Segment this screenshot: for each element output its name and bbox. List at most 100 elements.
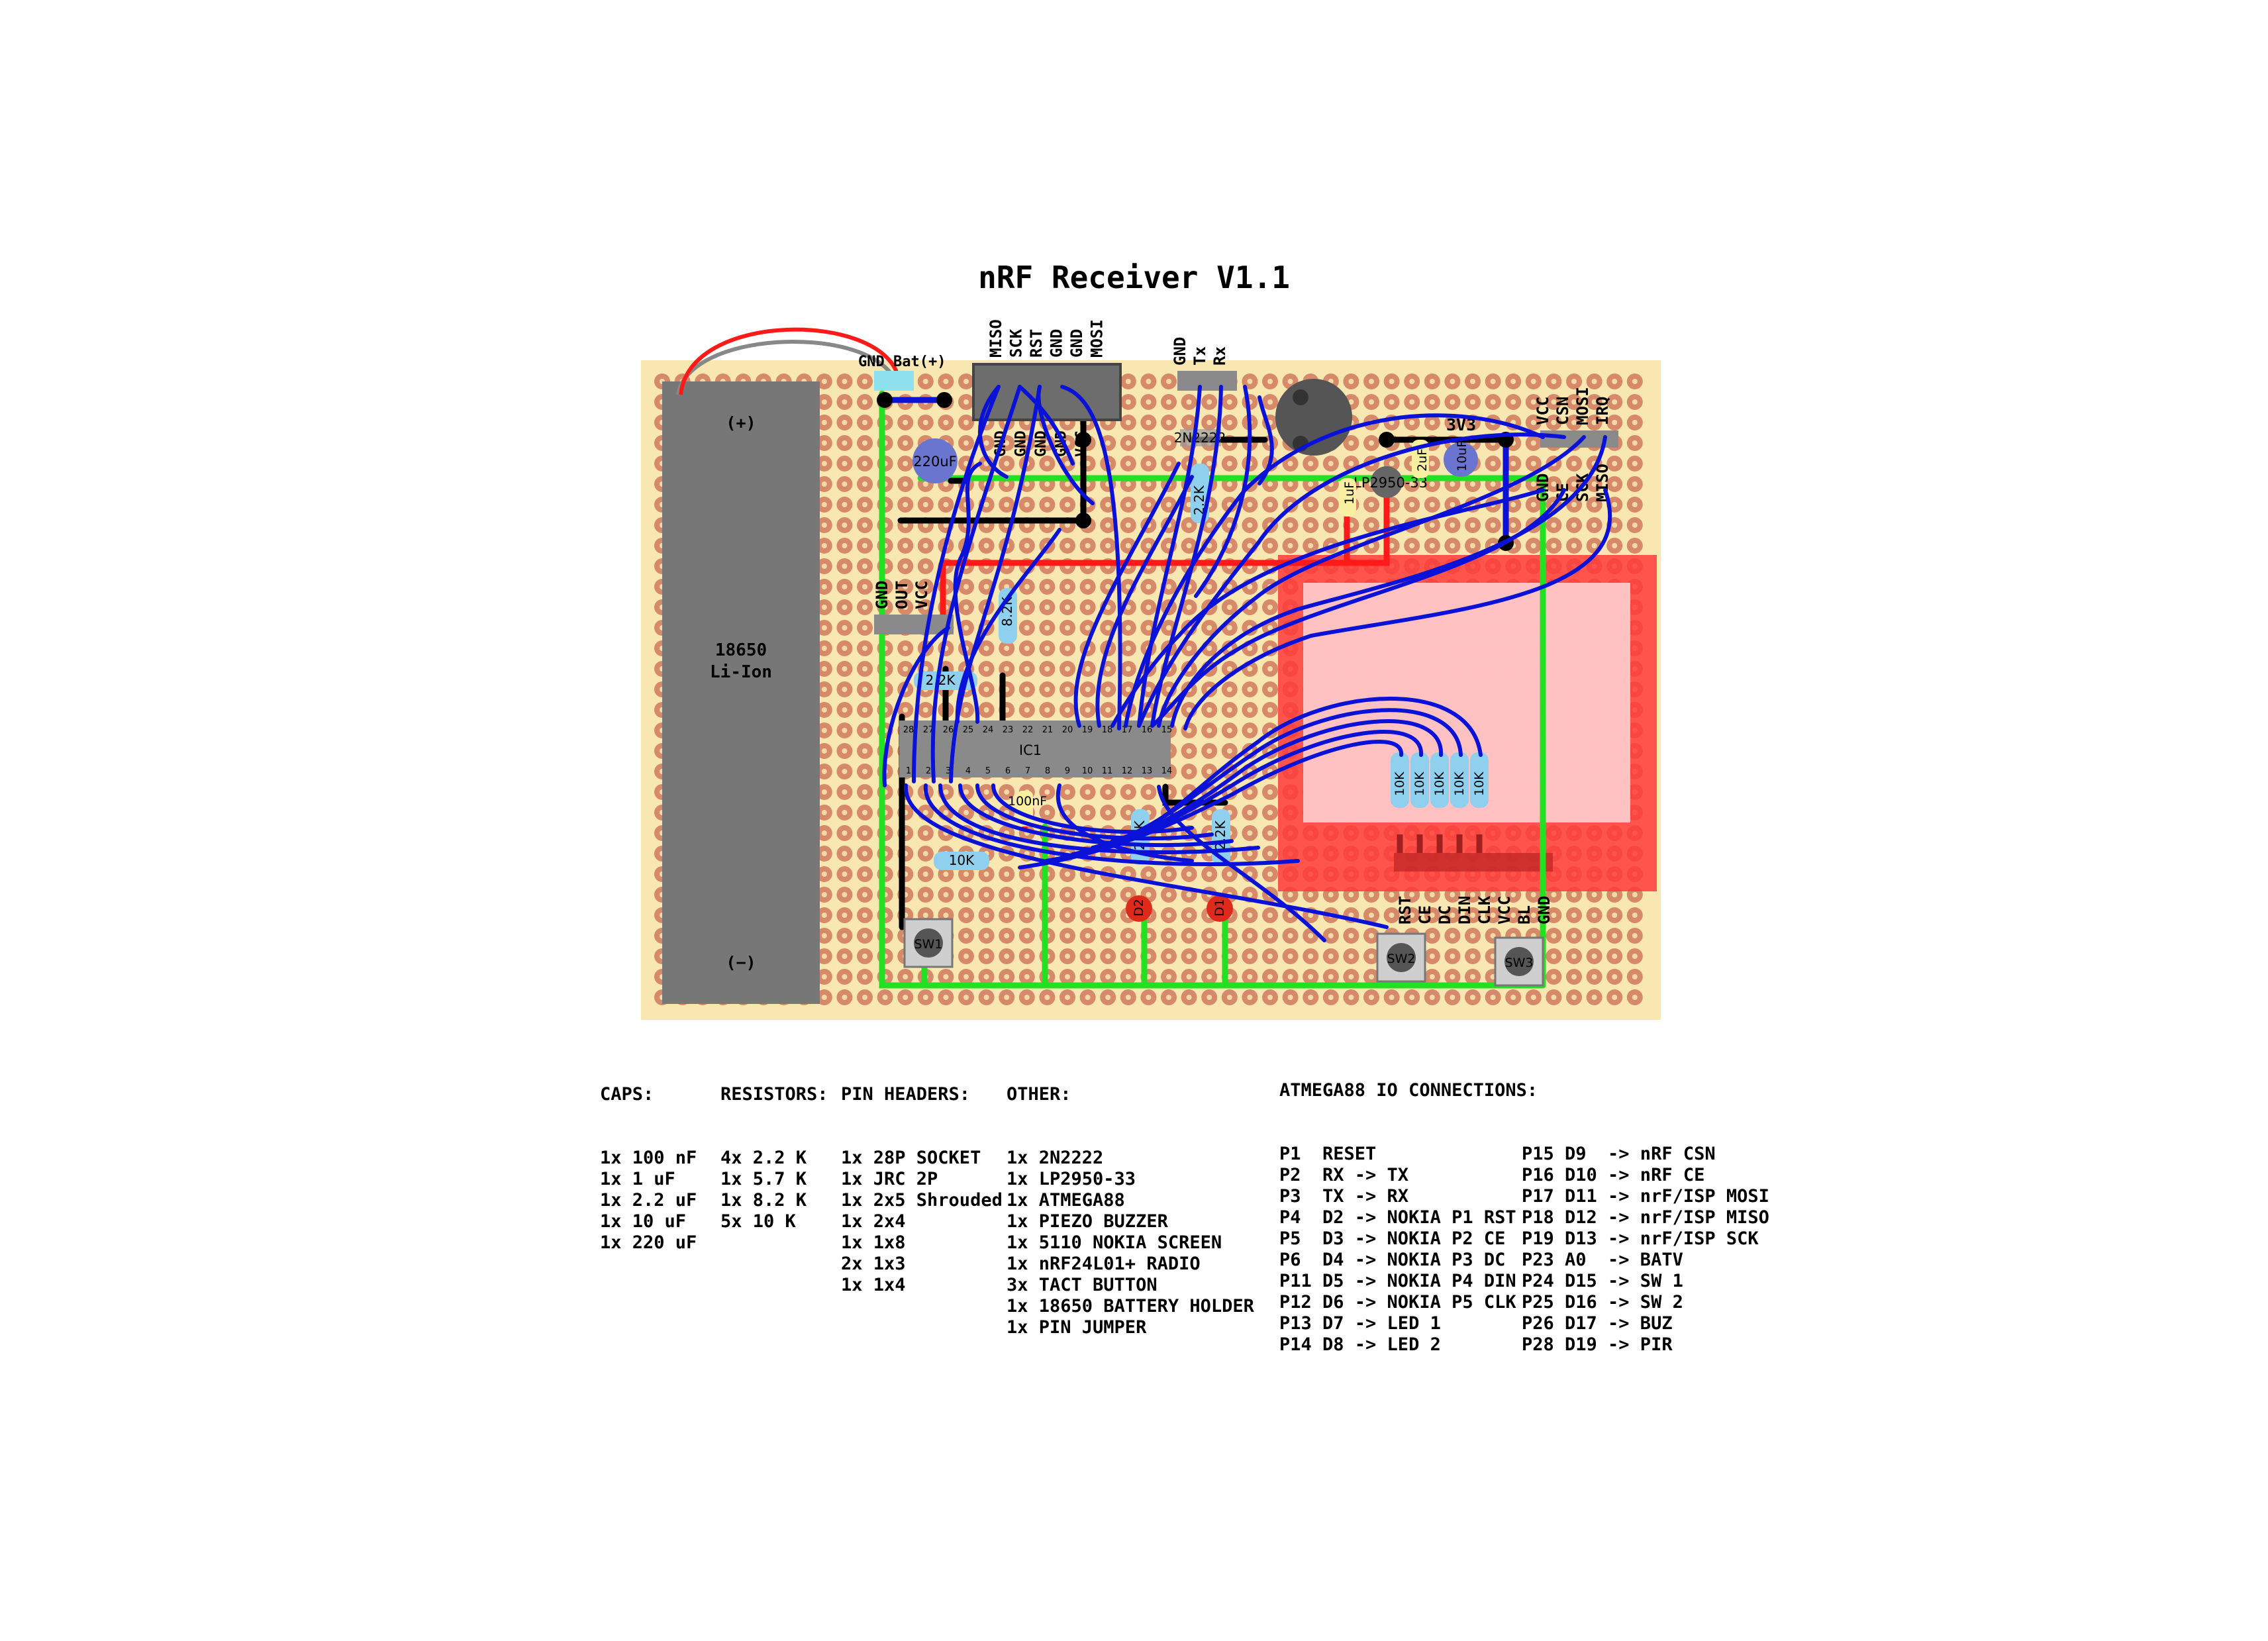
ic-pin-top-17: 17: [1122, 725, 1133, 735]
pad-hole: [1429, 933, 1435, 938]
pad-hole: [1591, 933, 1597, 938]
pad-hole: [1207, 954, 1212, 959]
capacitor-1uf-label: 1uF: [1342, 481, 1357, 505]
resistor-r-10k-label: 10K: [949, 852, 975, 868]
bom-resistors-item: 1x 5.7 K: [720, 1169, 807, 1189]
pad-hole: [1409, 913, 1415, 918]
pad-hole: [1267, 481, 1273, 487]
pad-hole: [1429, 379, 1435, 384]
ic-pin-top-18: 18: [1102, 725, 1113, 735]
led-d2-label: D2: [1132, 899, 1146, 917]
pad-hole: [1085, 625, 1091, 630]
pad-hole: [842, 584, 848, 589]
pad-hole: [1207, 748, 1212, 754]
pad-hole: [821, 830, 827, 836]
pad-hole: [1450, 933, 1455, 938]
pad-hole: [1267, 810, 1273, 815]
pad-hole: [1348, 954, 1354, 959]
pad-hole: [862, 502, 867, 507]
pad-hole: [1612, 522, 1618, 528]
pad-hole: [1551, 481, 1557, 487]
pad-hole: [821, 933, 827, 938]
pad-hole: [1267, 974, 1273, 979]
pad-hole: [1591, 954, 1597, 959]
pad-hole: [1004, 461, 1010, 466]
button-sw1[interactable]: SW1: [903, 918, 954, 968]
pad-hole: [1490, 522, 1496, 528]
isp-pin-label-mosi-5: MOSI: [1088, 319, 1107, 358]
capacitor-10uf: 10uF: [1444, 440, 1478, 477]
pad-hole: [1146, 871, 1152, 877]
pad-hole: [1247, 707, 1253, 713]
pad-hole: [842, 892, 848, 897]
pad-hole: [1226, 933, 1232, 938]
pad-hole: [1551, 379, 1557, 384]
pad-hole: [1409, 399, 1415, 405]
ic-pin-bottom-5: 5: [985, 766, 991, 776]
button-sw2[interactable]: SW2: [1376, 932, 1426, 983]
pad-hole: [963, 892, 969, 897]
pad-hole: [1571, 974, 1577, 979]
pad-hole: [943, 789, 949, 795]
pad-hole: [1247, 646, 1253, 651]
pad-hole: [1409, 481, 1415, 487]
pad-hole: [1287, 933, 1293, 938]
pad-hole: [1450, 543, 1455, 548]
pad-hole: [1551, 892, 1557, 897]
pad-hole: [1146, 584, 1152, 589]
pad-hole: [1065, 871, 1070, 877]
bom-other-item: 3x TACT BUTTON: [1007, 1275, 1158, 1295]
pad-hole: [1207, 461, 1212, 466]
pad-hole: [821, 769, 827, 774]
resistor-r-22k-a-label: 2.2K: [926, 672, 956, 688]
pad-hole: [1004, 871, 1010, 877]
pad-hole: [983, 687, 989, 692]
pad-hole: [862, 913, 867, 918]
bom-io-right-item: P24 D15 -> SW 1: [1522, 1271, 1683, 1291]
bom-other-item: 1x nRF24L01+ RADIO: [1007, 1254, 1201, 1274]
pad-hole: [1226, 687, 1232, 692]
pad-hole: [1226, 399, 1232, 405]
pad-hole: [1247, 995, 1253, 1000]
pad-hole: [1125, 995, 1131, 1000]
pad-hole: [1450, 522, 1455, 528]
pad-hole: [1369, 995, 1374, 1000]
pad-hole: [1470, 913, 1475, 918]
pad-hole: [821, 461, 827, 466]
pad-hole: [1450, 913, 1455, 918]
pad-hole: [1267, 954, 1273, 959]
pad-hole: [1429, 420, 1435, 425]
pad-hole: [1207, 995, 1212, 1000]
button-sw3[interactable]: SW3: [1494, 936, 1544, 987]
pad-hole: [1591, 420, 1597, 425]
pad-hole: [1267, 789, 1273, 795]
pad-hole: [1308, 481, 1314, 487]
pad-hole: [1226, 461, 1232, 466]
pad-hole: [1085, 687, 1091, 692]
pad-hole: [943, 502, 949, 507]
pad-hole: [1085, 933, 1091, 938]
pad-hole: [821, 954, 827, 959]
pad-hole: [842, 625, 848, 630]
pad-hole: [1530, 913, 1536, 918]
pad-hole: [1348, 892, 1354, 897]
ic-pin-top-21: 21: [1042, 725, 1054, 735]
pad-hole: [1591, 522, 1597, 528]
pad-hole: [1470, 522, 1475, 528]
pad-hole: [1207, 707, 1212, 713]
pad-hole: [1186, 892, 1192, 897]
pad-hole: [1085, 543, 1091, 548]
pad-hole: [1207, 543, 1212, 548]
pad-hole: [1612, 974, 1618, 979]
pad-hole: [1125, 440, 1131, 446]
pad-hole: [1125, 543, 1131, 548]
bom-other-item: 1x 18650 BATTERY HOLDER: [1007, 1296, 1254, 1317]
pad-hole: [842, 871, 848, 877]
ic-pin-top-20: 20: [1062, 725, 1073, 735]
bom-pin-headers-item: 2x 1x3: [841, 1254, 906, 1274]
capacitor-2uf-label: 2uF: [1415, 448, 1430, 472]
pad-hole: [821, 605, 827, 610]
pad-hole: [1551, 420, 1557, 425]
nokia-pin-label-ce-1: CE: [1416, 905, 1434, 924]
